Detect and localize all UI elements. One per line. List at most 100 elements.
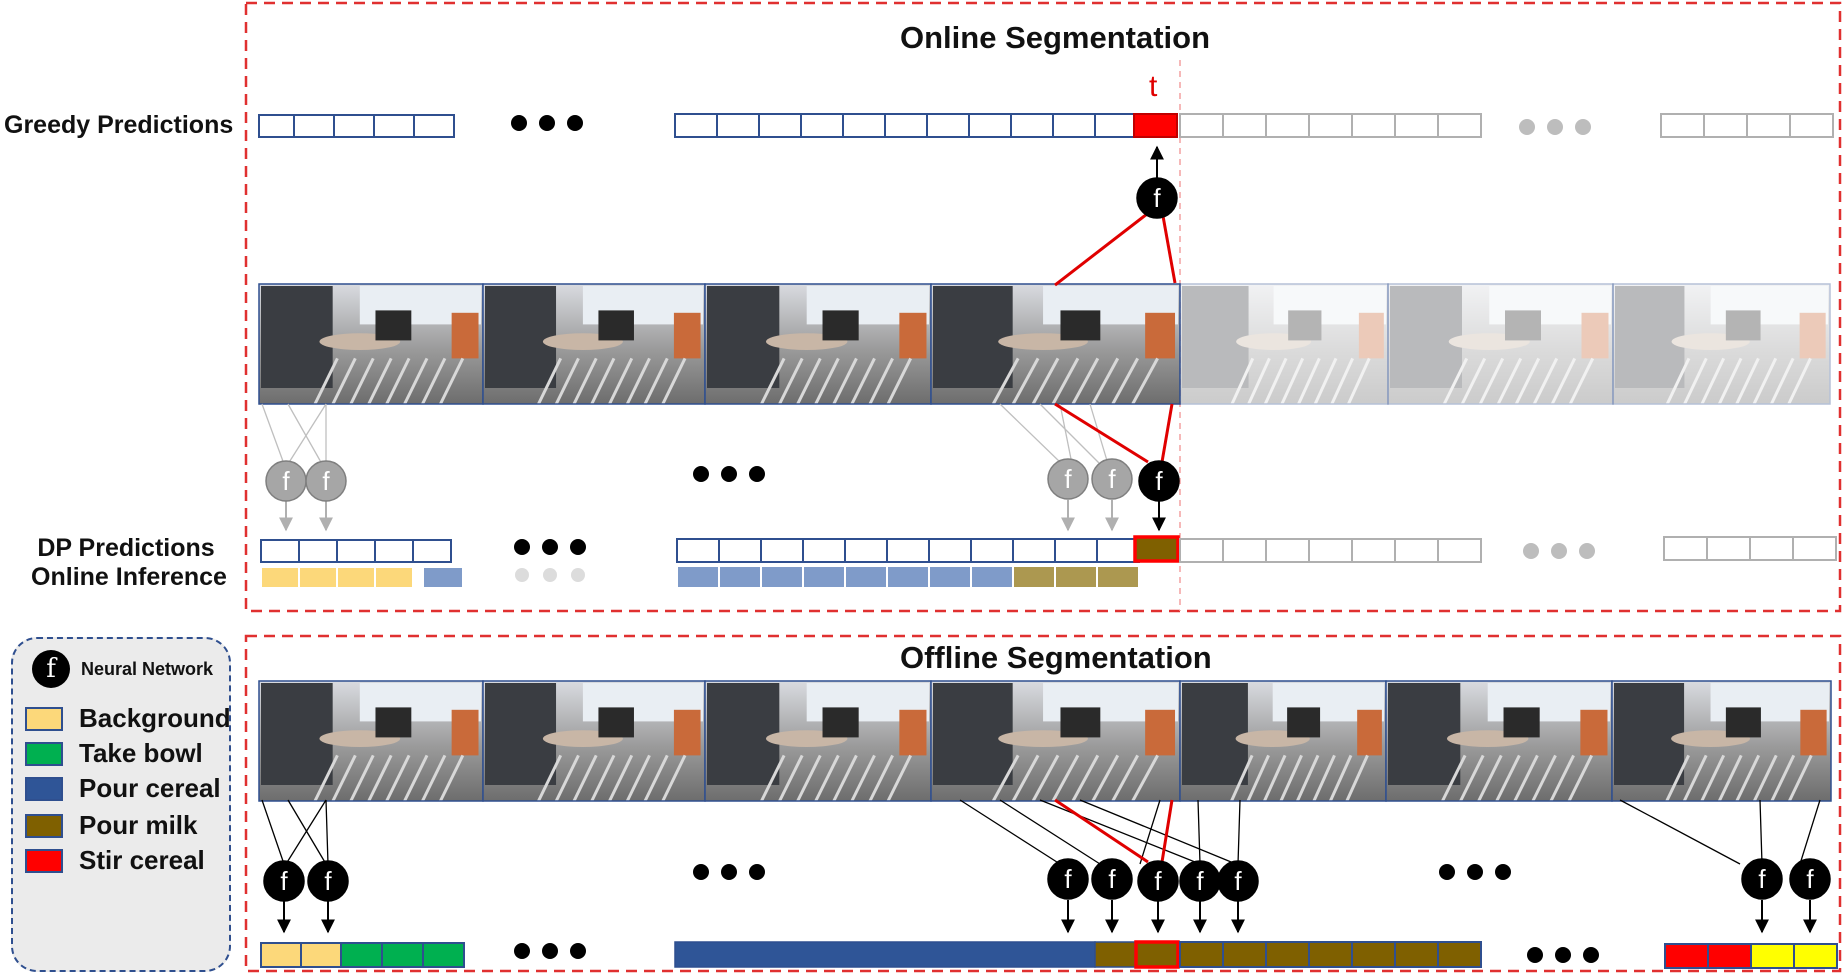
neural-network-node: f (265, 460, 307, 502)
dp-ellipsis (514, 539, 586, 555)
offline-cell (1265, 941, 1310, 968)
online-inference-cell (718, 565, 762, 589)
frame-sink-line (1230, 754, 1254, 802)
frame-sink-line (1568, 357, 1595, 405)
frame-sink-line (439, 357, 465, 405)
dp-cell (886, 538, 930, 563)
frame-sink-line (1263, 754, 1287, 802)
frame-sink-line (1011, 357, 1040, 405)
frame-sink-line (1279, 754, 1303, 802)
frame-sink-line (421, 357, 447, 405)
online-inference-cell (970, 565, 1014, 589)
dp-cell (928, 538, 972, 563)
node-circle (1047, 858, 1089, 900)
frame-arm (1236, 333, 1312, 350)
frame-sink-line (1031, 357, 1060, 405)
dp-cell (760, 538, 804, 563)
neural-network-node: f (1047, 458, 1089, 500)
frame-sink-line (832, 357, 858, 405)
frame-sink-line (331, 754, 357, 802)
frame-person (707, 683, 780, 785)
frame-sink-line (1280, 357, 1305, 405)
frame-sink-line (572, 754, 598, 802)
offline-cell (1351, 941, 1396, 968)
frame-arm (1448, 333, 1530, 350)
frame-arm (1671, 333, 1750, 350)
frame-sink-line (1247, 357, 1271, 405)
node-circle (1741, 858, 1783, 900)
node-circle (1047, 458, 1089, 500)
frame-person (485, 683, 557, 785)
frame-sink-line (1717, 357, 1743, 405)
frame-cereal-box (1799, 312, 1826, 359)
dp-cell (260, 539, 300, 563)
greedy-future-cell (1179, 113, 1224, 138)
frame-sink-line (886, 754, 913, 802)
dp-predictions-label: DP Predictions (37, 534, 215, 562)
frame-cereal-box (1581, 312, 1609, 359)
neural-network-node: f (307, 860, 349, 902)
neural-network-node: f (1217, 860, 1259, 902)
offline-cell (1179, 941, 1224, 968)
video-frame (1179, 680, 1387, 802)
frame-sink-line (850, 754, 876, 802)
frame-cereal-box (1145, 312, 1176, 359)
neural-network-node: f (1091, 858, 1133, 900)
online-inference-cell (928, 565, 972, 589)
frame-window (1273, 286, 1386, 325)
online-inference-cell (336, 566, 376, 589)
greedy-future-cell (1222, 113, 1267, 138)
frame-person (1182, 286, 1249, 388)
frame-sink-line (1531, 754, 1557, 802)
greedy-ellipsis (511, 115, 583, 131)
frame-sink-line (1735, 754, 1761, 802)
node-symbol: f (1196, 866, 1204, 896)
frame-cereal-box (1145, 709, 1176, 756)
frame-sink-line (1131, 754, 1159, 802)
time-label: t (1149, 70, 1158, 103)
online-red-link (1054, 402, 1149, 464)
frame-sink-line (868, 754, 894, 802)
dp-future-cell (1308, 538, 1353, 563)
frame-sink-line (537, 754, 563, 802)
frame-sink-line (572, 357, 598, 405)
video-frame (482, 680, 706, 802)
neural-network-node: f (1136, 177, 1178, 219)
frame-sink-line (403, 754, 429, 802)
dp-cell (1012, 538, 1056, 563)
frame-sink-line (590, 357, 616, 405)
online-inference-cell (760, 565, 804, 589)
offline-cell (340, 942, 383, 968)
frame-sink-line (1665, 357, 1691, 405)
legend-label: Take bowl (79, 738, 203, 768)
frame-sink-line (1345, 754, 1369, 802)
frame-machine (822, 310, 859, 341)
online-inference-cell (1096, 565, 1140, 589)
frame-cereal-box (1580, 709, 1608, 756)
frame-sink-line (554, 357, 580, 405)
frame-sink-line (1313, 357, 1338, 405)
frame-sink-line (1752, 357, 1778, 405)
offline-red-link (1160, 799, 1174, 863)
frame-sink-line (625, 754, 651, 802)
offline-cell (1707, 943, 1752, 969)
frame-sink-line (1735, 357, 1760, 405)
greedy-cell (800, 113, 844, 138)
offline-result-left (260, 942, 465, 968)
dp-future-cell (1351, 538, 1396, 563)
frame-sink-line (385, 754, 411, 802)
frame-border (1612, 283, 1831, 405)
online-inference-cell (298, 566, 338, 589)
dp-future-cell (1179, 538, 1224, 563)
offline-result-ellipsis (514, 943, 586, 959)
offline-cell (1394, 941, 1439, 968)
greedy-cell (1010, 113, 1054, 138)
dp-future-cell (1706, 536, 1751, 561)
background-swatch (25, 706, 63, 731)
frame-machine (1505, 310, 1541, 341)
online-frame (244, 1, 1842, 613)
online-inference-cell (886, 565, 930, 589)
dp-cells-middle (676, 538, 1140, 563)
neural-network-node: f (305, 460, 347, 502)
